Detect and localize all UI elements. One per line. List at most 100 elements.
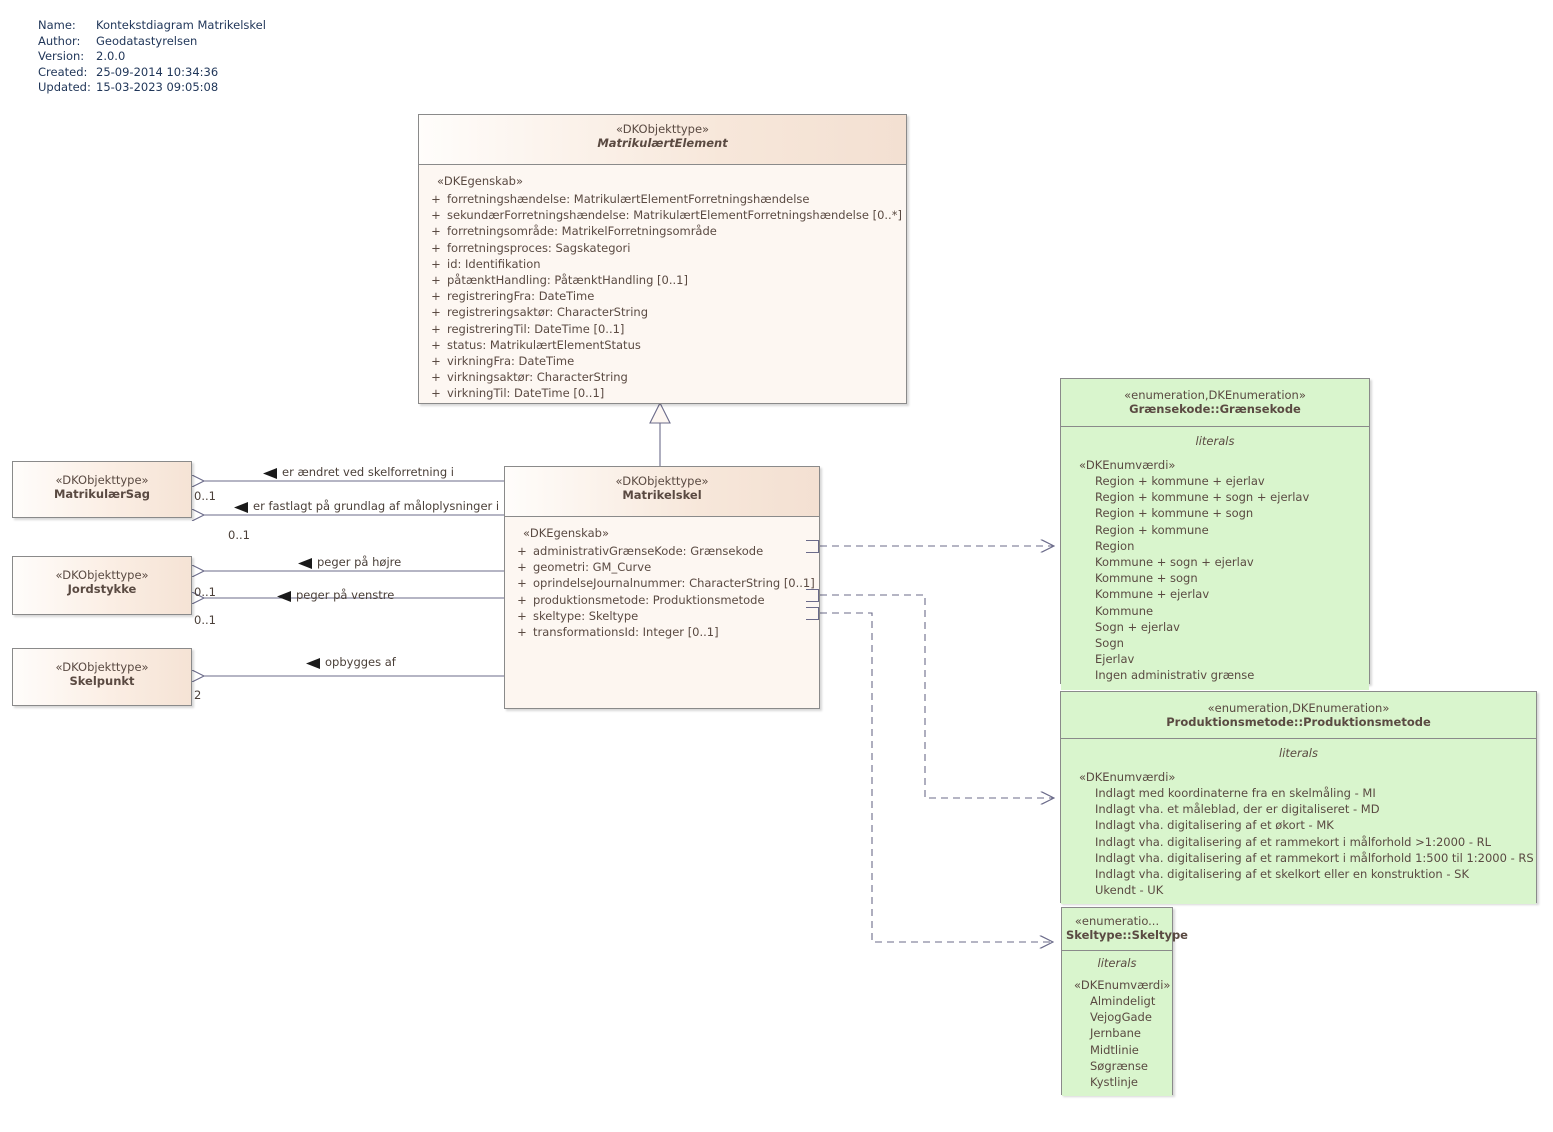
attribute-row[interactable]: +registreringsaktør: CharacterString: [419, 304, 906, 320]
multiplicity-jordstykke-1: 0..1: [194, 585, 216, 599]
class-stereotype: «DKObjekttype»: [615, 122, 710, 136]
class-name: Skelpunkt: [69, 674, 135, 688]
visibility: +: [431, 370, 441, 385]
literal-item[interactable]: VejogGade: [1090, 1010, 1152, 1025]
dependency-to-produktionsmetode: [820, 594, 1054, 798]
class-matrikulaersag[interactable]: «DKObjekttype» MatrikulærSag: [12, 461, 192, 518]
class-header: «DKObjekttype» Matrikelskel: [505, 467, 819, 517]
enumeration-stereotype: «enumeratio...: [1074, 914, 1160, 928]
attribute-text: virkningsaktør: CharacterString: [447, 370, 628, 385]
literal-item[interactable]: Kystlinje: [1090, 1075, 1138, 1090]
literal-item[interactable]: Region + kommune + sogn: [1095, 506, 1254, 521]
literal-item[interactable]: Indlagt med koordinaterne fra en skelmål…: [1095, 786, 1376, 800]
attribute-row[interactable]: +transformationsId: Integer [0..1]: [505, 624, 819, 640]
visibility: +: [431, 273, 441, 288]
attribute-row[interactable]: +produktionsmetode: Produktionsmetode: [505, 592, 819, 608]
attribute-row[interactable]: +påtænktHandling: PåtænktHandling [0..1]: [419, 272, 906, 288]
literal-item[interactable]: Region + kommune + sogn + ejerlav: [1095, 490, 1310, 505]
literal-item[interactable]: Sogn + ejerlav: [1095, 619, 1180, 634]
literal-item[interactable]: Midtlinie: [1090, 1042, 1139, 1057]
attribute-text: sekundærForretningshændelse: Matrikulært…: [447, 208, 902, 223]
association-label-peger-hoejre: peger på højre: [317, 555, 402, 569]
literal-item[interactable]: Region + kommune: [1095, 522, 1209, 537]
generalization-matrikelskel-to-matrikulaertelement: [649, 401, 671, 467]
class-jordstykke[interactable]: «DKObjekttype» Jordstykke: [12, 556, 192, 615]
literal-item[interactable]: Kommune + sogn: [1095, 571, 1198, 586]
literal-item[interactable]: Indlagt vha. digitalisering af et rammek…: [1095, 850, 1534, 865]
enumeration-skeltype[interactable]: «enumeratio... Skeltype::Skeltype litera…: [1061, 907, 1188, 1097]
attribute-text: registreringTil: DateTime [0..1]: [447, 321, 625, 336]
literal-item[interactable]: Ingen administrativ grænse: [1095, 668, 1255, 683]
class-skelpunkt[interactable]: «DKObjekttype» Skelpunkt: [12, 648, 192, 706]
literal-item[interactable]: Region + kommune + ejerlav: [1095, 474, 1265, 488]
enumeration-graensekode[interactable]: «enumeration,DKEnumeration» Grænsekode::…: [1060, 378, 1370, 690]
compartment-label: «DKEgenskab»: [437, 174, 523, 188]
attribute-row[interactable]: +oprindelseJournalnummer: CharacterStrin…: [505, 575, 819, 591]
attribute-row[interactable]: +forretningsproces: Sagskategori: [419, 240, 906, 256]
literal-item[interactable]: Sogn: [1095, 636, 1124, 651]
attribute-text: id: Identifikation: [447, 256, 541, 271]
class-stereotype: «DKObjekttype»: [55, 473, 149, 487]
attribute-row[interactable]: + status: MatrikulærtElementStatus: [419, 337, 906, 353]
attribute-text: forretningsproces: Sagskategori: [447, 240, 631, 255]
port-administrativgraensekode[interactable]: [806, 540, 819, 553]
literal-item[interactable]: Ukendt - UK: [1095, 883, 1164, 898]
class-name: MatrikulærSag: [53, 487, 151, 501]
association-label-er-aendret: er ændret ved skelforretning i: [282, 465, 454, 479]
attribute-row[interactable]: +virkningTil: DateTime [0..1]: [419, 385, 906, 401]
attribute-row[interactable]: +registreringTil: DateTime [0..1]: [419, 321, 906, 337]
literal-item[interactable]: Ejerlav: [1095, 652, 1135, 667]
literal-item[interactable]: Indlagt vha. digitalisering af et rammek…: [1095, 834, 1492, 849]
value-stereotype: «DKEnumværdi»: [1079, 770, 1176, 784]
class-name: Matrikelskel: [622, 488, 702, 502]
enumeration-produktionsmetode[interactable]: «enumeration,DKEnumeration» Produktionsm…: [1060, 691, 1537, 905]
attribute-row[interactable]: +registreringFra: DateTime: [419, 288, 906, 304]
attribute-row[interactable]: +skeltype: Skeltype: [505, 608, 819, 624]
meta-value-version: 2.0.0: [96, 49, 126, 64]
visibility: +: [517, 576, 527, 591]
literal-item[interactable]: Søgrænse: [1090, 1058, 1149, 1073]
attribute-row[interactable]: + virkningsaktør: CharacterString: [419, 369, 906, 385]
attribute-text: registreringFra: DateTime: [447, 289, 595, 304]
literals-compartment: literals «DKEnumværdi» Region + kommune …: [1061, 427, 1369, 690]
attribute-text: produktionsmetode: Produktionsmetode: [533, 592, 765, 607]
attribute-row[interactable]: +administrativGrænseKode: Grænsekode: [505, 543, 819, 559]
literal-item[interactable]: Kommune: [1095, 603, 1154, 618]
association-label-peger-venstre: peger på venstre: [296, 588, 395, 602]
literal-item[interactable]: Indlagt vha. digitalisering af et økort …: [1095, 818, 1334, 833]
meta-key-name: Name:: [38, 18, 76, 32]
literal-item[interactable]: Indlagt vha. digitalisering af et skelko…: [1095, 867, 1470, 882]
attribute-text: forretningshændelse: MatrikulærtElementF…: [447, 192, 810, 206]
port-skeltype[interactable]: [806, 607, 819, 620]
attribute-row[interactable]: +geometri: GM_Curve: [505, 559, 819, 575]
attribute-text: geometri: GM_Curve: [533, 560, 652, 575]
literal-item[interactable]: Kommune + sogn + ejerlav: [1095, 555, 1254, 570]
visibility: +: [431, 354, 441, 369]
enumeration-name: Skeltype::Skeltype: [1066, 928, 1188, 942]
meta-value-created: 25-09-2014 10:34:36: [96, 64, 219, 79]
visibility: +: [431, 337, 441, 352]
literal-item[interactable]: Region: [1095, 538, 1135, 553]
attribute-row[interactable]: +virkningFra: DateTime: [419, 353, 906, 369]
literal-item[interactable]: Jernbane: [1090, 1026, 1141, 1041]
port-produktionsmetode[interactable]: [806, 589, 819, 602]
attribute-text: administrativGrænseKode: Grænsekode: [533, 544, 764, 558]
class-matrikelskel[interactable]: «DKObjekttype» Matrikelskel «DKEgenskab»…: [504, 466, 820, 709]
attribute-row[interactable]: +forretningsområde: MatrikelForretningso…: [419, 223, 906, 239]
class-header: «DKObjekttype» MatrikulærSag: [13, 462, 191, 517]
literal-item[interactable]: Kommune + ejerlav: [1095, 587, 1210, 602]
class-stereotype: «DKObjekttype»: [615, 474, 709, 488]
attribute-text: status: MatrikulærtElementStatus: [447, 337, 641, 352]
attribute-row[interactable]: +id: Identifikation: [419, 256, 906, 272]
visibility: +: [431, 208, 441, 223]
attribute-text: forretningsområde: MatrikelForretningsom…: [447, 224, 717, 239]
attribute-row[interactable]: + sekundærForretningshændelse: Matrikulær…: [419, 207, 906, 223]
enumeration-stereotype: «enumeration,DKEnumeration»: [1124, 388, 1306, 402]
literal-item[interactable]: Almindeligt: [1090, 994, 1156, 1008]
literal-item[interactable]: Indlagt vha. et måleblad, der er digital…: [1095, 802, 1380, 817]
association-label-er-fastlagt: er fastlagt på grundlag af måloplysninge…: [253, 499, 500, 513]
attribute-row[interactable]: +forretningshændelse: MatrikulærtElement…: [419, 191, 906, 207]
visibility: +: [517, 608, 527, 623]
class-matrikulaertelement[interactable]: «DKObjekttype» MatrikulærtElement «DKEge…: [418, 114, 907, 404]
